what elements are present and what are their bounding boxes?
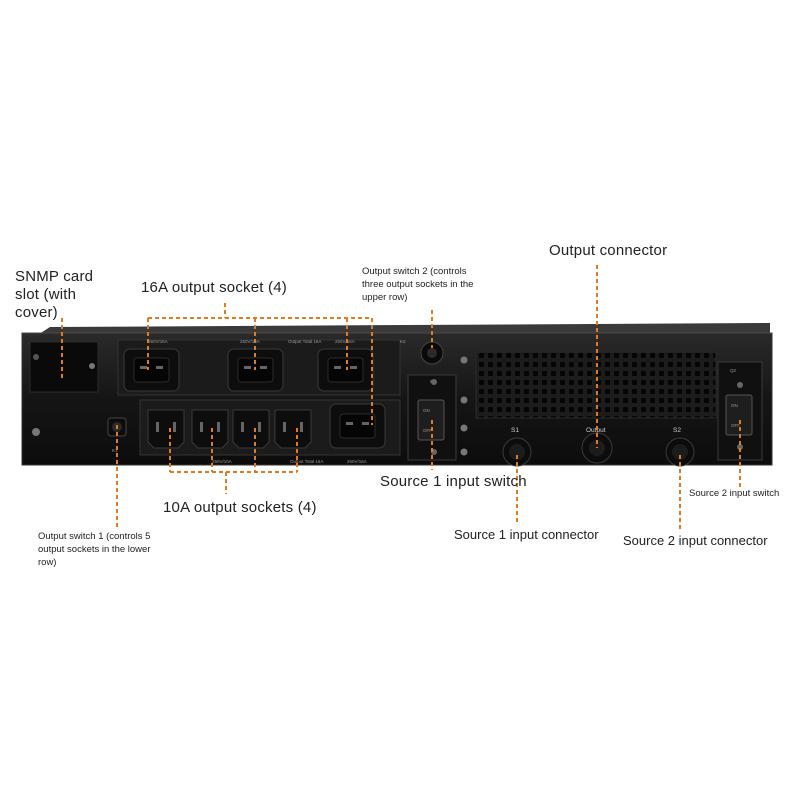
s1-label: S1 <box>511 427 519 434</box>
socket-10a <box>232 409 270 449</box>
socket-10a <box>274 409 312 449</box>
output-switch-1-label: Output switch 1 (controls 5 output socke… <box>38 531 151 568</box>
on-label: ON <box>423 408 430 413</box>
rating-label: 250V/16A <box>148 339 168 344</box>
socket-16a <box>317 348 374 392</box>
source-1-input-connector[interactable] <box>502 437 532 467</box>
rating-label: 250V/16A <box>335 339 355 344</box>
k2-label: K2 <box>400 339 406 344</box>
screw-icon <box>460 448 468 456</box>
output-total-label: Output Total 16A <box>288 339 321 344</box>
q2-label: Q2 <box>730 368 737 373</box>
source-1-switch-block: Q1 ON OFF <box>407 374 457 461</box>
screw-icon <box>737 444 743 450</box>
source-1-input-connector-label: Source 1 input connector <box>454 527 599 542</box>
output-switch-2-label: Output switch 2 (controls three output s… <box>362 266 474 303</box>
output-label: Output <box>586 427 606 434</box>
screw-icon <box>33 354 39 360</box>
leader-lines <box>61 265 741 532</box>
source-2-switch-block: Q2 ON OFF <box>717 361 763 461</box>
socket-10a <box>147 409 185 449</box>
screw-icon <box>460 424 468 432</box>
screw-icon <box>460 356 468 364</box>
socket-10a <box>191 409 229 449</box>
off-label: OFF <box>731 423 740 428</box>
off-label: OFF <box>423 428 432 433</box>
screw-icon <box>32 428 40 436</box>
source-1-input-switch-label: Source 1 input switch <box>380 473 527 490</box>
source-2-input-switch-label: Source 2 input switch <box>689 488 780 499</box>
output-connector-label: Output connector <box>549 242 668 259</box>
16a-output-socket-label: 16A output socket (4) <box>141 279 287 296</box>
s2-label: S2 <box>673 427 681 434</box>
source-2-input-connector-label: Source 2 input connector <box>623 533 768 548</box>
snmp-card-slot <box>29 341 99 393</box>
10a-output-sockets-label: 10A output sockets (4) <box>163 499 317 516</box>
screw-icon <box>737 382 743 388</box>
snmp-card-slot-label: SNMP card slot (with cover) <box>15 268 94 321</box>
socket-16a <box>329 403 386 449</box>
screw-icon <box>89 363 95 369</box>
output-total-label: Output Total 16A <box>290 459 323 464</box>
screw-icon <box>431 379 437 385</box>
screw-icon <box>460 396 468 404</box>
k1-label: K1 <box>112 448 118 453</box>
rating-label: 250V/16A <box>347 459 367 464</box>
rating-label: 250V/10A <box>212 459 232 464</box>
rating-label: 250V/16A <box>240 339 260 344</box>
source-2-input-connector[interactable] <box>665 437 695 467</box>
socket-16a <box>123 348 180 392</box>
on-label: ON <box>731 403 738 408</box>
